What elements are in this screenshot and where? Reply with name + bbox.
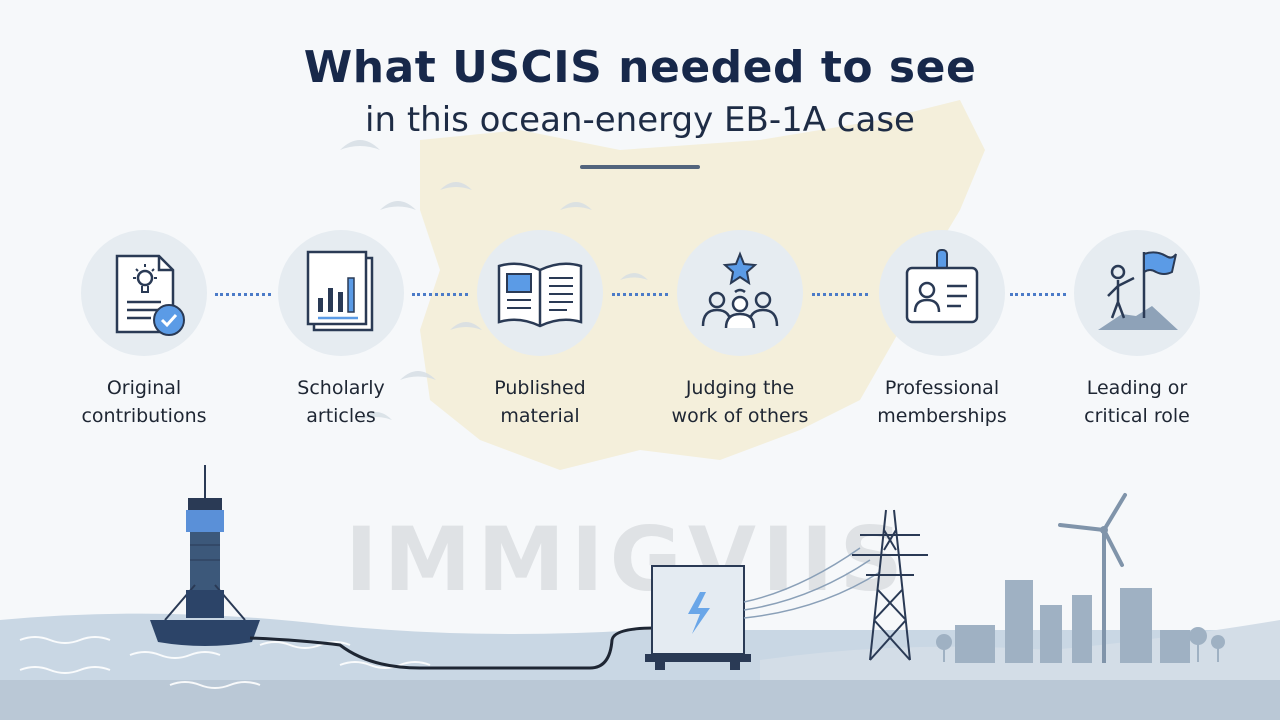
icon-circle (879, 230, 1005, 356)
criterion-label-line2: memberships (877, 405, 1007, 427)
connector-dots (412, 293, 468, 296)
connector-dots (1010, 293, 1066, 296)
criterion-label-line2: critical role (1084, 405, 1190, 427)
connector-dots (612, 293, 668, 296)
transmission-pylon (852, 509, 928, 661)
title-divider (580, 165, 700, 169)
power-lines (743, 547, 881, 619)
wave-energy-buoy (150, 465, 260, 646)
wave-lines (19, 636, 431, 689)
criterion-label-line1: Judging the (685, 377, 795, 399)
criterion-leading-critical-role: Leading or critical role (1037, 230, 1237, 430)
open-book-icon (497, 262, 583, 328)
page-title: What USCIS needed to see (303, 42, 977, 93)
criterion-label-line1: Original (106, 377, 182, 399)
criterion-label-line2: material (500, 405, 580, 427)
connector-dots (812, 293, 868, 296)
criterion-label-line2: articles (306, 405, 376, 427)
icon-circle (477, 230, 603, 356)
bar-chart-report-icon (306, 250, 374, 332)
criterion-label-line1: Professional (884, 377, 1000, 399)
criterion-label-line1: Published (494, 377, 586, 399)
subsea-cable (249, 626, 656, 670)
criterion-label-line2: work of others (671, 405, 809, 427)
criterion-label-line1: Leading or (1086, 377, 1188, 399)
icon-circle (677, 230, 803, 356)
document-lightbulb-check-icon (115, 254, 185, 336)
watermark-logo: IMMIGVIIS (345, 508, 909, 611)
power-converter-box (645, 565, 751, 670)
id-badge-icon (905, 249, 979, 324)
icon-circle (81, 230, 207, 356)
wind-turbine (1058, 493, 1127, 663)
icon-circle (1074, 230, 1200, 356)
trees (936, 627, 1225, 662)
criterion-professional-memberships: Professional memberships (842, 230, 1042, 430)
criterion-original-contributions: Original contributions (44, 230, 244, 430)
page-subtitle: in this ocean-energy EB-1A case (365, 100, 915, 140)
people-star-icon (701, 251, 779, 329)
person-flag-summit-icon (1098, 251, 1178, 330)
seagulls-decoration (340, 140, 648, 420)
criterion-label-line2: contributions (81, 405, 207, 427)
criterion-label-line1: Scholarly (297, 377, 385, 399)
connector-dots (215, 293, 271, 296)
criterion-judging-work-of-others: Judging the work of others (640, 230, 840, 430)
city-skyline (955, 580, 1190, 663)
icon-circle (278, 230, 404, 356)
criterion-scholarly-articles: Scholarly articles (241, 230, 441, 430)
criterion-published-material: Published material (440, 230, 640, 430)
